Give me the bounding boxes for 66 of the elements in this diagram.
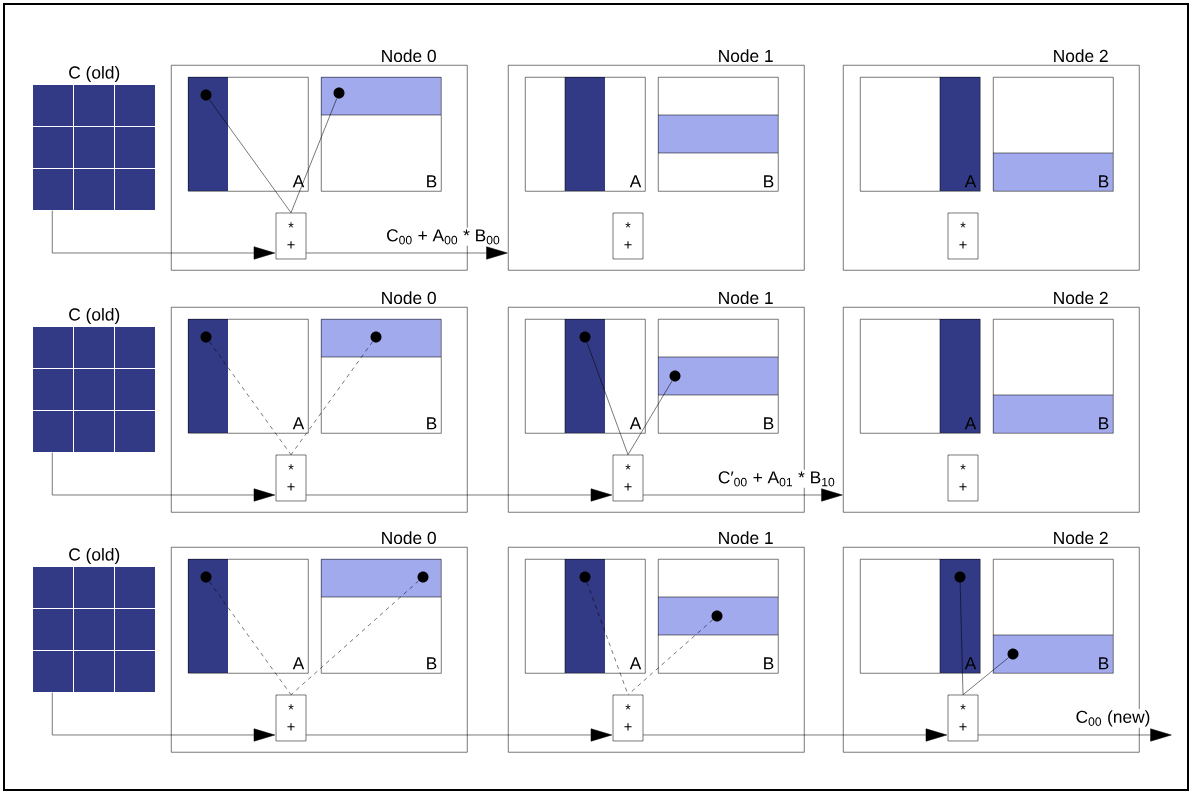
column-matrix: A [860,558,981,674]
connector-line [209,99,292,213]
row-matrix: B [320,77,442,192]
column-matrix: A [188,77,309,192]
connector-line [290,341,373,455]
operator-box: * + [612,212,644,260]
edge-label: C$_{00}$ (new) [1074,708,1152,728]
operator-box: * + [275,212,307,260]
operator-box: * + [947,694,979,742]
connector-line [962,657,1009,695]
operator-box: * + [612,454,644,502]
connector-line [290,98,338,213]
node-label: C (old) [69,307,120,325]
operator-box: * + [275,454,307,502]
arrow [306,728,613,742]
connector-line [586,342,629,455]
connector-line [209,581,292,695]
arrow [52,210,276,260]
arrow [306,246,508,260]
operator-box: * + [947,212,979,260]
arrow [52,452,276,502]
arrow [643,488,843,502]
arrow [643,728,948,742]
matrix-grid-drawing: C (old) [33,307,155,452]
connector-line [586,582,629,695]
column-matrix: A [525,318,646,434]
node-label: Node 0 [382,49,436,63]
node-label: Node 2 [1054,49,1108,63]
connector-line [959,582,964,695]
connector-line [290,580,419,695]
node-label: Node 1 [719,531,773,545]
column-matrix: A [525,558,646,674]
connector-line [209,341,292,455]
row-matrix: B [320,319,442,434]
arrow [52,692,276,742]
row-matrix: B [657,77,779,192]
node-label: Node 1 [719,291,773,305]
node-label: C (old) [69,65,120,83]
connector-line [627,380,673,455]
row-matrix: B [992,559,1114,674]
column-matrix: A [188,559,309,674]
row-matrix: B [992,77,1114,192]
node-label: Node 2 [1054,291,1108,305]
column-matrix: A [188,319,309,434]
edge-label: C$_{00}$ + A$_{00}$ * B$_{00}$ [384,227,502,246]
edge-label: C′$_{00}$ + A$_{01}$ * B$_{10}$ [716,469,837,488]
column-matrix: A [860,76,981,192]
row-matrix: B [992,319,1114,434]
node-label: Node 2 [1054,531,1108,545]
operator-box: * + [612,694,644,742]
row-matrix: B [320,559,442,674]
row-matrix: B [657,319,779,434]
operator-box: * + [947,454,979,502]
column-matrix: A [525,76,646,192]
matrix-grid-drawing: C (old) [33,65,155,210]
column-matrix: A [860,318,981,434]
arrow [978,728,1172,742]
node-label: Node 0 [382,531,436,545]
node-label: C (old) [69,547,120,565]
matrix-grid-drawing: C (old) [33,547,155,692]
arrow [306,488,613,502]
operator-box: * + [275,694,307,742]
connector-line [627,619,713,695]
node-label: Node 0 [382,291,436,305]
node-label: Node 1 [719,49,773,63]
row-matrix: B [657,559,779,674]
